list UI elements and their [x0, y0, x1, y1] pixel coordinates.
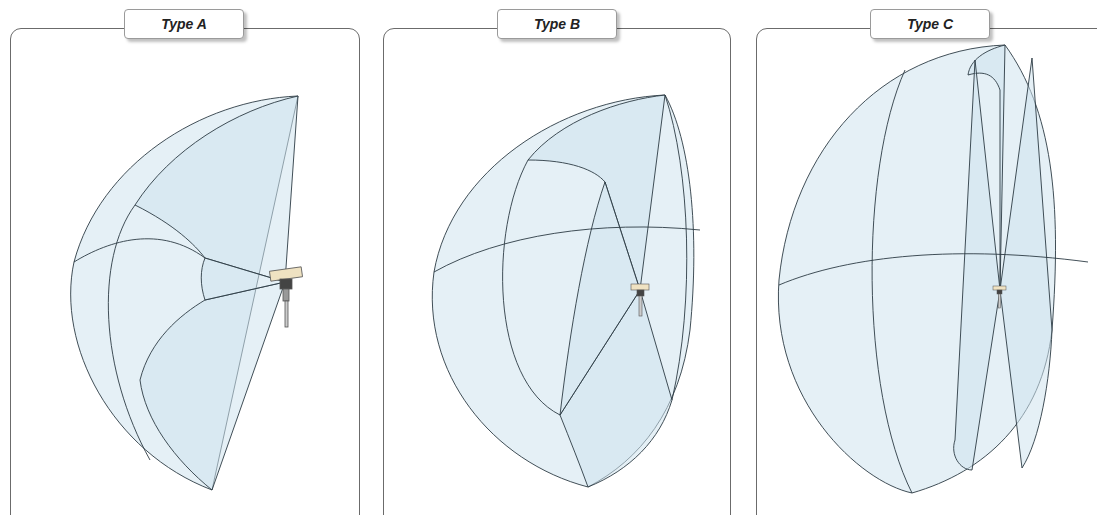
panel-heading: Type B	[497, 9, 617, 39]
longitude-line	[108, 205, 150, 460]
type-panel: Type B	[383, 28, 731, 515]
latitude-line	[434, 227, 700, 272]
longitude-line	[665, 95, 687, 400]
sensor-icon	[631, 284, 649, 316]
longitude-line	[503, 160, 560, 415]
coverage-shell	[432, 95, 694, 487]
latitude-line	[779, 254, 1088, 285]
sensor-icon	[993, 286, 1006, 308]
coverage-cone	[954, 60, 1000, 470]
type-panel: Type A	[10, 28, 360, 515]
coverage-cone	[560, 182, 640, 415]
panel-heading: Type A	[124, 9, 244, 39]
coverage-shell	[71, 96, 298, 490]
latitude-line	[74, 239, 205, 262]
panel-heading: Type C	[870, 9, 990, 39]
type-panel: Type C	[756, 28, 1097, 515]
coverage-cutout	[140, 282, 285, 490]
coverage-cone	[1000, 58, 1052, 468]
sensor-icon	[269, 267, 302, 327]
longitude-line	[872, 70, 912, 493]
coverage-cutout	[135, 96, 298, 282]
coverage-shell	[778, 45, 1055, 493]
